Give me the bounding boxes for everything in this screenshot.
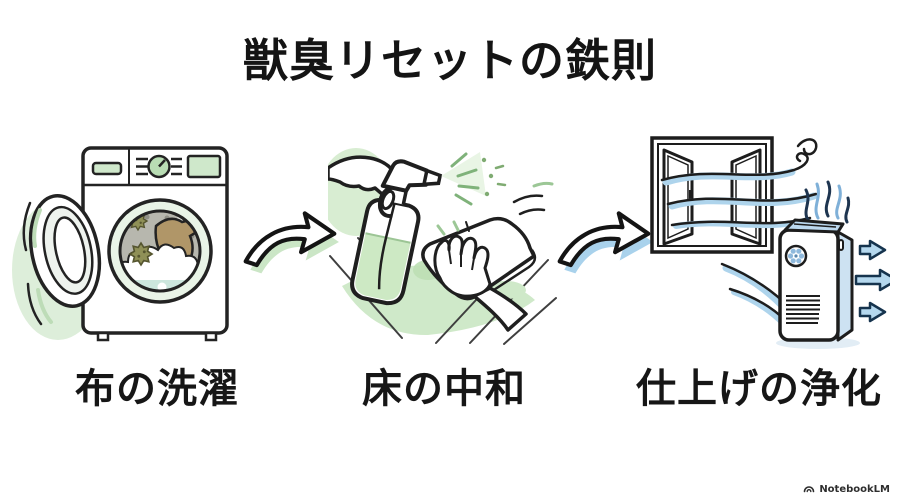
watermark-text: NotebookLM <box>819 483 890 495</box>
step-3-label: 仕上げの浄化 <box>636 366 882 412</box>
washing-machine-icon <box>12 146 229 342</box>
page-title: 獣臭リセットの鉄則 <box>242 34 658 87</box>
motion-lines <box>436 181 554 236</box>
purifier-handle <box>838 239 844 251</box>
notebooklm-logo-icon <box>804 486 815 493</box>
washing-machine-illustration <box>10 118 260 358</box>
spray-and-wipe-icon <box>328 148 557 345</box>
flow-arrow-1 <box>238 206 342 278</box>
step-1-label: 布の洗濯 <box>75 366 239 412</box>
sprayer-head <box>380 159 429 193</box>
wiping-cloth-and-hand <box>413 216 537 332</box>
detergent-drawer <box>91 161 123 176</box>
spray-and-wipe-illustration <box>328 138 560 346</box>
ventilation-icon <box>650 136 890 349</box>
display-panel <box>186 154 222 179</box>
green-swoosh-arrow-icon <box>243 211 339 274</box>
blue-swoosh-arrow-icon <box>557 211 653 274</box>
cloth-fold <box>479 249 537 301</box>
bottom-vents <box>786 295 820 324</box>
nozzle <box>421 168 443 187</box>
odor-waves <box>804 180 851 224</box>
vibration-arcs <box>22 201 53 326</box>
spray-mist <box>441 152 507 206</box>
step-2-label: 床の中和 <box>362 366 526 412</box>
notebooklm-watermark: NotebookLM <box>803 483 890 495</box>
flow-arrow-2 <box>552 206 656 278</box>
fan-icon <box>784 244 808 268</box>
window-and-purifier-illustration <box>622 128 890 356</box>
air-purifier <box>776 218 860 349</box>
left-window-pane <box>662 148 694 246</box>
trigger <box>377 186 393 219</box>
spray-bottle <box>350 159 443 306</box>
window-frame <box>650 136 774 254</box>
airflow-out-arrows <box>854 239 890 323</box>
wrist <box>472 286 528 332</box>
washer-drum <box>107 198 213 304</box>
trigger-finger <box>380 189 396 211</box>
panel-lines <box>136 157 182 176</box>
window-handle <box>689 190 693 199</box>
washer-door-open <box>28 194 102 308</box>
